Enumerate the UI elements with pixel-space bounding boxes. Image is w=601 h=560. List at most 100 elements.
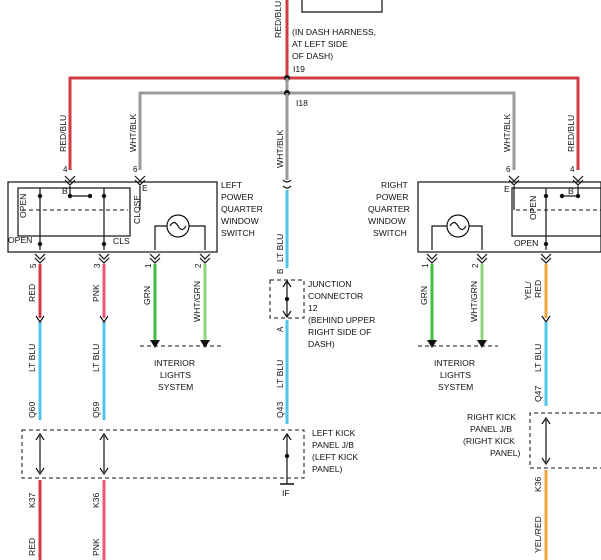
connector-chevron	[64, 175, 76, 186]
junction-line4: (BEHIND UPPER	[308, 315, 375, 325]
pin-right-2: 2	[471, 263, 480, 268]
harness-note-line1: (IN DASH HARNESS,	[292, 27, 376, 37]
pin-left-2: 2	[194, 263, 203, 268]
wire-label-left-lt-blu-2: LT BLU	[91, 344, 101, 372]
wire-label-center-lt-blu-2: LT BLU	[275, 360, 285, 388]
right-switch-title-3: QUARTER	[368, 204, 410, 214]
left-power-quarter-window-switch	[7, 181, 218, 253]
connector-q60: Q60	[27, 402, 37, 418]
wire-label-center-lt-blu: LT BLU	[275, 234, 285, 262]
right-switch-title-1: RIGHT	[381, 180, 408, 190]
junction-line5: RIGHT SIDE OF	[308, 327, 371, 337]
left-kick-label-4: PANEL)	[312, 464, 343, 474]
pin-right-6: 6	[506, 165, 511, 174]
connector-chevron	[572, 175, 584, 186]
wire-label-right-red-blu: RED/BLU	[566, 115, 576, 152]
interior-left-line3: SYSTEM	[158, 382, 193, 392]
pin-right-1: 1	[421, 263, 430, 268]
pin-left-5: 5	[29, 263, 38, 268]
splice-label-i18: I18	[296, 98, 308, 108]
connector-chevron	[149, 253, 161, 264]
left-switch-open-label: OPEN	[8, 235, 32, 245]
pin-right-4: 4	[570, 165, 575, 174]
left-switch-title-2: POWER	[221, 192, 253, 202]
pin-left-3: 3	[93, 263, 102, 268]
interior-right-line2: LIGHTS	[440, 370, 471, 380]
right-kick-label-1: RIGHT KICK	[467, 412, 516, 422]
connector-chevron	[540, 253, 552, 264]
left-switch-open-vertical: OPEN	[18, 194, 28, 218]
ground-label-if: IF	[282, 488, 290, 498]
wire-label-left-pnk-bottom: PNK	[91, 538, 101, 556]
wire-label-left-red: RED	[27, 284, 37, 302]
left-kick-panel-jb	[21, 429, 305, 479]
interior-right-line1: INTERIOR	[434, 358, 475, 368]
splice-label-i19: I19	[293, 64, 305, 74]
pin-center-a: A	[276, 326, 285, 332]
left-switch-close-vertical: CLOSE	[132, 195, 142, 224]
pin-left-1: 1	[144, 263, 153, 268]
left-switch-title-5: SWITCH	[221, 228, 255, 238]
wire-label-center-wht-blk: WHT/BLK	[275, 130, 285, 168]
interior-left-line2: LIGHTS	[160, 370, 191, 380]
connector-q43: Q43	[275, 402, 285, 418]
wire-wht-blk-bus	[138, 91, 516, 170]
left-switch-title-1: LEFT	[221, 180, 243, 190]
junction-line6: DASH)	[308, 339, 335, 349]
wire-label-left-wht-blk: WHT/BLK	[128, 114, 138, 152]
connector-chevron	[199, 253, 211, 264]
harness-note-line3: OF DASH)	[292, 51, 333, 61]
right-switch-e-label: E	[504, 184, 510, 194]
left-switch-b-label: B	[62, 186, 68, 196]
wire-label-left-grn: GRN	[142, 286, 152, 305]
connector-k37: K37	[27, 492, 37, 508]
connector-q47: Q47	[533, 386, 543, 402]
wire-label-right-wht-grn: WHT/GRN	[469, 281, 479, 322]
left-kick-label-3: (LEFT KICK	[312, 452, 358, 462]
connector-chevron	[508, 175, 520, 186]
wire-label-right-wht-blk: WHT/BLK	[502, 114, 512, 152]
right-power-quarter-window-switch	[417, 181, 601, 253]
upper-component-edge	[301, 0, 383, 13]
wire-label-right-lt-blu: LT BLU	[533, 344, 543, 372]
right-kick-label-2: PANEL J/B	[470, 424, 512, 434]
connector-chevron	[426, 253, 438, 264]
right-kick-label-4: PANEL)	[490, 448, 521, 458]
right-switch-title-5: SWITCH	[373, 228, 407, 238]
interior-right-line3: SYSTEM	[438, 382, 473, 392]
pin-left-6: 6	[133, 165, 138, 174]
connector-chevron	[98, 253, 110, 264]
wire-label-red-blu-top: RED/BLU	[273, 1, 283, 38]
left-kick-label-2: PANEL J/B	[312, 440, 354, 450]
wire-label-right-grn: GRN	[419, 286, 429, 305]
wire-red-blu-bus	[68, 76, 580, 170]
wire-label-right-yel: YEL/	[523, 281, 533, 300]
right-kick-label-3: (RIGHT KICK	[463, 436, 515, 446]
wire-label-right-red: RED	[533, 280, 543, 298]
left-switch-e-label: E	[142, 183, 148, 193]
connector-k36-left: K36	[91, 492, 101, 508]
left-switch-title-4: WINDOW	[221, 216, 260, 226]
wire-label-left-red-blu: RED/BLU	[58, 115, 68, 152]
wire-label-right-yel-red-bottom: YEL/RED	[533, 516, 543, 553]
connector-k36-right: K36	[533, 476, 543, 492]
connector-chevron	[476, 253, 488, 264]
wire-label-left-red-bottom: RED	[27, 538, 37, 556]
right-switch-b-label: B	[568, 186, 574, 196]
junction-line2: CONNECTOR	[308, 291, 363, 301]
junction-line3: 12	[308, 303, 318, 313]
connector-q59: Q59	[91, 402, 101, 418]
wire-label-left-pnk: PNK	[91, 284, 101, 302]
left-kick-label-1: LEFT KICK	[312, 428, 356, 438]
junction-line1: JUNCTION	[308, 279, 351, 289]
right-switch-title-4: WINDOW	[368, 216, 407, 226]
left-switch-cls-label: CLS	[113, 236, 130, 246]
interior-left-line1: INTERIOR	[154, 358, 195, 368]
right-switch-title-2: POWER	[376, 192, 408, 202]
connector-chevron	[34, 253, 46, 264]
wire-label-left-wht-grn: WHT/GRN	[192, 281, 202, 322]
pin-left-4: 4	[63, 165, 68, 174]
left-switch-title-3: QUARTER	[221, 204, 263, 214]
wire-label-left-lt-blu-1: LT BLU	[27, 344, 37, 372]
